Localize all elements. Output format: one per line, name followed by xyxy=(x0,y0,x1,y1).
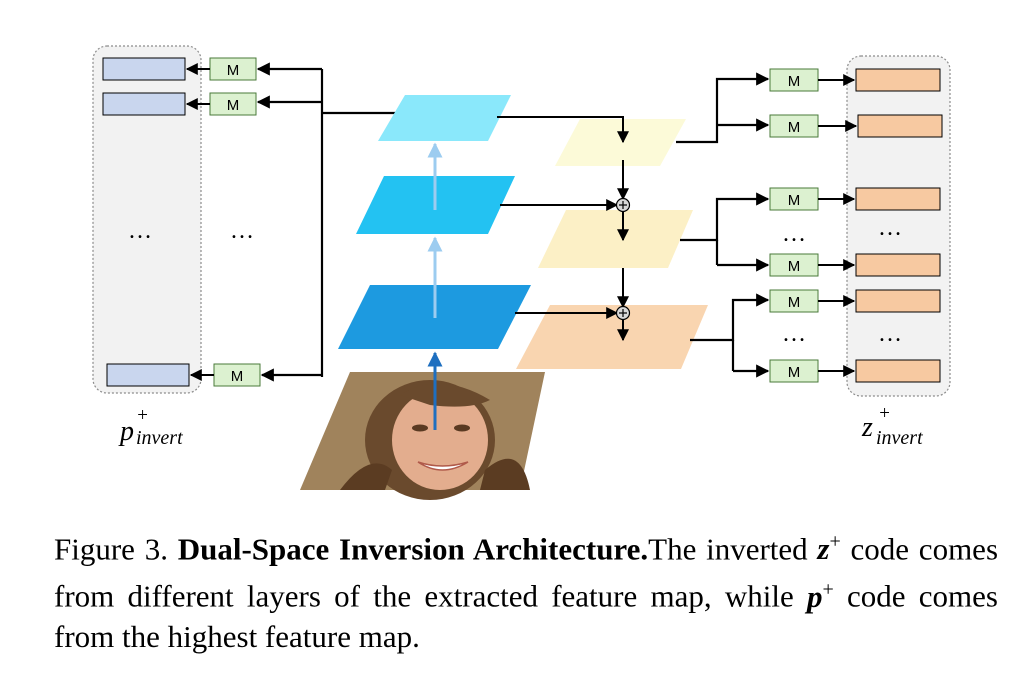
figure-caption: Figure 3. Dual-Space Inversion Architect… xyxy=(54,522,998,657)
right-panel-ellipsis-2: … xyxy=(878,321,904,347)
left-code-block-2 xyxy=(102,92,186,116)
add-node-1 xyxy=(615,197,631,213)
z-plus: + xyxy=(829,531,841,553)
add-node-2 xyxy=(615,305,631,321)
fused-map-top xyxy=(555,119,686,166)
feature-map-top xyxy=(378,95,511,141)
left-module-last: M xyxy=(213,363,261,387)
right-code-block-5 xyxy=(855,289,941,313)
lateral-connections xyxy=(497,116,629,342)
p-invert-label: p + invert xyxy=(118,405,183,449)
svg-text:+: + xyxy=(878,403,891,424)
caption-text-3: code comes from the highest feature map. xyxy=(54,578,998,654)
z-invert-label: z + invert xyxy=(861,403,923,449)
figure-number: Figure 3. xyxy=(54,531,168,567)
right-panel-ellipsis-1: … xyxy=(878,215,904,241)
left-module-2: M xyxy=(209,92,257,116)
left-module-ellipsis: … xyxy=(230,218,256,244)
svg-text:M: M xyxy=(788,192,801,209)
left-panel-ellipsis: … xyxy=(128,218,154,244)
input-face-image xyxy=(300,372,545,500)
fused-map-bottom xyxy=(516,305,708,369)
m-to-code-arrows xyxy=(818,74,858,377)
z-symbol: z xyxy=(817,531,830,567)
architecture-diagram: … … M M M xyxy=(92,45,951,500)
svg-text:M: M xyxy=(788,294,801,311)
svg-text:p: p xyxy=(118,416,134,447)
figure-title: Dual-Space Inversion Architecture. xyxy=(177,531,649,567)
svg-text:M: M xyxy=(231,368,244,385)
svg-text:M: M xyxy=(227,97,240,114)
p-symbol: p xyxy=(807,578,823,614)
svg-text:+: + xyxy=(136,405,149,426)
caption-text-1: The inverted xyxy=(648,531,818,567)
svg-text:M: M xyxy=(788,73,801,90)
right-module-3: M xyxy=(769,187,819,211)
left-code-block-last xyxy=(106,363,190,387)
right-module-ellipsis-1: … xyxy=(782,221,808,247)
svg-text:z: z xyxy=(861,412,873,443)
p-plus: + xyxy=(822,578,834,601)
fused-map-mid xyxy=(538,210,693,268)
right-code-block-4 xyxy=(855,253,941,277)
left-code-block-1 xyxy=(102,57,186,81)
left-module-1: M xyxy=(209,57,257,81)
right-code-block-1 xyxy=(855,68,941,92)
right-module-1: M xyxy=(769,68,819,92)
right-routing-lines xyxy=(676,72,770,378)
svg-text:M: M xyxy=(788,119,801,136)
svg-text:M: M xyxy=(788,258,801,275)
right-code-block-2 xyxy=(857,114,943,138)
caption-text-2: code comes from different layers of the … xyxy=(54,531,999,614)
svg-text:M: M xyxy=(788,364,801,381)
svg-text:M: M xyxy=(227,62,240,79)
svg-text:invert: invert xyxy=(136,427,183,449)
right-code-block-6 xyxy=(855,359,941,383)
right-module-6: M xyxy=(769,359,819,383)
svg-text:invert: invert xyxy=(876,427,923,449)
right-module-ellipsis-2: … xyxy=(782,321,808,347)
right-module-5: M xyxy=(769,289,819,313)
right-module-2: M xyxy=(769,114,819,138)
left-code-panel xyxy=(92,45,202,394)
right-code-block-3 xyxy=(855,187,941,211)
right-module-4: M xyxy=(769,253,819,277)
left-routing-lines xyxy=(256,62,400,382)
